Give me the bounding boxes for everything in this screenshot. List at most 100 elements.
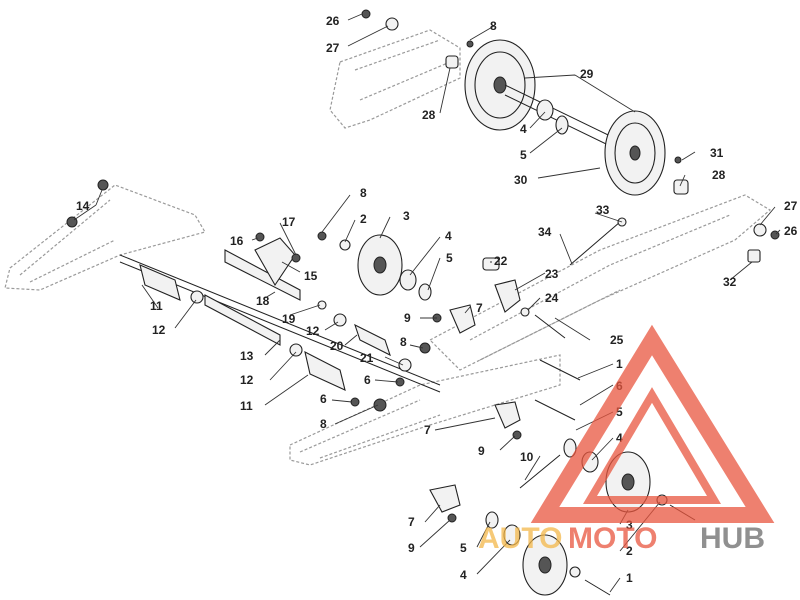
wheel-3-c-hub — [538, 556, 552, 574]
callout-10: 10 — [520, 450, 534, 464]
callout-12: 12 — [240, 373, 254, 387]
callout-32: 32 — [723, 275, 737, 289]
washer-12-b — [289, 343, 303, 357]
callout-8: 8 — [360, 186, 367, 200]
watermark-hub: HUB — [700, 522, 765, 555]
washer-12-c — [333, 313, 347, 327]
callout-29: 29 — [580, 67, 594, 81]
callout-3: 3 — [626, 518, 633, 532]
callout-5: 5 — [460, 541, 467, 555]
washer-2-c — [569, 566, 581, 578]
washer-24 — [520, 307, 530, 317]
bracket-7-c — [429, 484, 461, 513]
adjuster-28-top — [445, 55, 459, 69]
nut-8-top — [466, 40, 474, 48]
watermark-auto: AUTO — [478, 522, 562, 555]
spacer-11-b — [304, 350, 346, 391]
callout-11: 11 — [240, 399, 253, 413]
spacer-5-top — [555, 115, 569, 135]
callout-30: 30 — [514, 173, 528, 187]
callout-8: 8 — [320, 417, 327, 431]
bolt-26-top — [361, 9, 371, 19]
callout-9: 9 — [408, 541, 415, 555]
callout-12: 12 — [152, 323, 166, 337]
left-rail — [4, 184, 206, 291]
callout-7: 7 — [476, 301, 483, 315]
watermark-logo: AUTO MOTO HUB — [478, 324, 775, 555]
bearing-4-top — [536, 99, 554, 121]
callout-13: 13 — [240, 349, 254, 363]
callout-14: 14 — [76, 199, 90, 213]
washer-19 — [317, 300, 327, 310]
bolt-31 — [674, 156, 682, 164]
nut-17 — [291, 253, 301, 263]
callout-3: 3 — [403, 209, 410, 223]
callout-8: 8 — [490, 19, 497, 33]
callout-22: 22 — [494, 254, 508, 268]
callout-19: 19 — [282, 312, 296, 326]
cap-32 — [747, 249, 761, 263]
callout-11: 11 — [150, 299, 163, 313]
nut-8-b — [317, 231, 327, 241]
bolt-1-upper — [534, 359, 581, 421]
bracket-7-b — [494, 401, 521, 429]
washer-27-top — [385, 17, 399, 31]
callout-labels: 26 27 8 29 28 4 5 31 30 28 14 8 2 3 17 1… — [76, 14, 798, 585]
callout-25: 25 — [610, 333, 624, 347]
callout-34: 34 — [538, 225, 552, 239]
bearing-4-d — [503, 524, 521, 546]
callout-18: 18 — [256, 294, 270, 308]
callout-8: 8 — [400, 335, 407, 349]
adjuster-28-right — [673, 179, 689, 195]
spacer-20 — [354, 323, 391, 357]
callout-27: 27 — [784, 199, 798, 213]
bolt-10 — [519, 454, 561, 489]
callout-23: 23 — [545, 267, 559, 281]
callout-1: 1 — [626, 571, 633, 585]
rear-wheel-left — [464, 39, 536, 131]
callout-12: 12 — [306, 324, 320, 338]
block-23 — [494, 279, 521, 313]
callout-6: 6 — [364, 373, 371, 387]
bushing-22 — [482, 257, 500, 271]
callout-15: 15 — [304, 269, 318, 283]
upper-rail — [329, 29, 461, 129]
callout-26: 26 — [326, 14, 340, 28]
callout-9: 9 — [478, 444, 485, 458]
bearing-4-b — [399, 269, 417, 291]
nut-8-mid — [419, 342, 431, 354]
callout-16: 16 — [230, 234, 244, 248]
callout-2: 2 — [360, 212, 367, 226]
callout-20: 20 — [330, 339, 344, 353]
callout-33: 33 — [596, 203, 610, 217]
inner-triangle-icon — [582, 387, 722, 504]
callout-4: 4 — [460, 568, 467, 582]
bolt-34 — [569, 221, 621, 266]
bracket-7-a — [449, 304, 476, 334]
washer-12-a — [190, 290, 204, 304]
leader-lines — [73, 13, 781, 593]
washer-2-a — [339, 239, 351, 251]
spacer-5-b — [418, 283, 432, 301]
wheel-3-b-hub — [621, 473, 635, 491]
callout-28: 28 — [712, 168, 726, 182]
wheel-3-a-hub — [373, 256, 387, 274]
bolt-1-bottom — [584, 579, 611, 596]
callout-6: 6 — [320, 392, 327, 406]
callout-28: 28 — [422, 108, 436, 122]
spacer-5-c — [563, 438, 577, 458]
spacer-11-a — [139, 264, 181, 301]
callout-1: 1 — [616, 357, 623, 371]
callout-7: 7 — [408, 515, 415, 529]
callout-9: 9 — [404, 311, 411, 325]
bolt-16 — [255, 232, 265, 242]
callout-5: 5 — [446, 251, 453, 265]
callout-7: 7 — [424, 423, 431, 437]
callout-5: 5 — [616, 405, 623, 419]
callout-21: 21 — [360, 351, 374, 365]
callout-31: 31 — [710, 146, 724, 160]
washer-27-right — [753, 223, 767, 237]
tube-13 — [204, 294, 281, 346]
